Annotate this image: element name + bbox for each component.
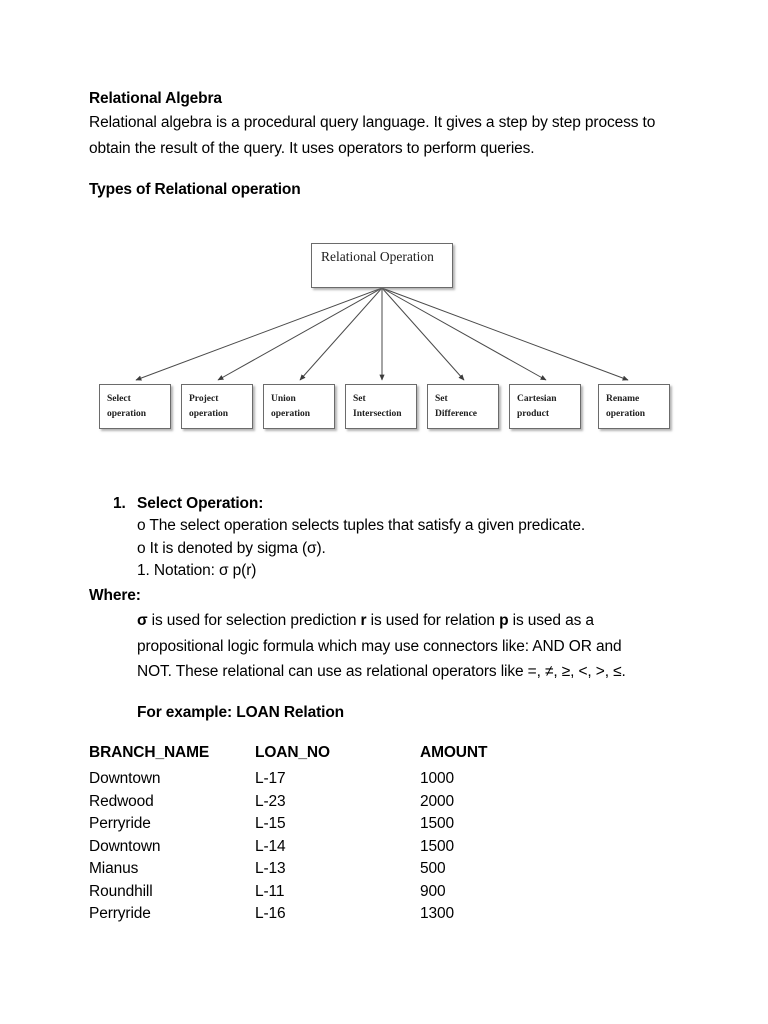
cell-amount: 1300: [420, 905, 455, 922]
select-operation-number: 1.: [113, 495, 126, 512]
where-p-symbol: p: [499, 612, 509, 629]
diagram-node-set-difference-line2: Difference: [435, 409, 478, 419]
cell-amount: 1500: [420, 837, 455, 855]
cell-branch-name: Roundhill: [89, 882, 153, 900]
page-title: Relational Algebra: [89, 90, 222, 107]
select-operation-bullet-1: o The select operation selects tuples th…: [137, 517, 586, 534]
where-paragraph: σ is used for selection prediction r is …: [137, 608, 657, 685]
diagram-node-set-intersection-line1: Set: [353, 394, 366, 404]
document-text-block: Relational Algebra Relational algebra is…: [89, 88, 674, 201]
cell-branch-name: Mianus: [89, 860, 139, 877]
loan-relation-table: BRANCH_NAME LOAN_NO AMOUNT Downtown L-17…: [89, 742, 540, 926]
cell-branch-name: Perryride: [89, 905, 151, 922]
cell-loan-no: L-14: [255, 837, 286, 855]
types-heading: Types of Relational operation: [89, 181, 301, 198]
select-operation-bullet-3: 1. Notation: σ p(r): [137, 562, 257, 579]
connector-to-union: [299, 287, 383, 381]
table-row: Redwood L-23 2000: [89, 791, 540, 814]
cell-loan-no: L-17: [255, 770, 286, 787]
connector-to-set-difference: [381, 287, 465, 381]
where-r-symbol: r: [360, 612, 367, 629]
example-caption: For example: LOAN Relation: [137, 704, 345, 721]
cell-loan-no: L-16: [255, 905, 286, 922]
diagram-node-select: Select operation: [99, 384, 171, 429]
connector-to-rename: [381, 287, 629, 381]
diagram-node-union-line1: Union: [271, 394, 296, 404]
table-row: Mianus L-13 500: [89, 858, 540, 881]
column-header-branch-name: BRANCH_NAME: [89, 744, 210, 761]
cell-loan-no: L-23: [255, 792, 286, 810]
cell-amount: 500: [420, 860, 446, 877]
diagram-node-select-line2: operation: [107, 409, 147, 419]
diagram-node-rename: Rename operation: [598, 384, 670, 429]
where-sigma-symbol: σ: [137, 612, 148, 629]
diagram-node-cartesian-product-line1: Cartesian: [517, 394, 557, 404]
diagram-node-union: Union operation: [263, 384, 335, 429]
intro-paragraph: Relational algebra is a procedural query…: [89, 114, 656, 157]
table-header-row: BRANCH_NAME LOAN_NO AMOUNT: [89, 742, 540, 768]
diagram-node-rename-line1: Rename: [606, 394, 640, 404]
column-header-amount: AMOUNT: [420, 744, 488, 761]
column-header-loan-no: LOAN_NO: [255, 744, 330, 761]
diagram-node-set-difference: Set Difference: [427, 384, 499, 429]
diagram-node-root-label: Relational Operation: [321, 249, 434, 264]
table-row: Downtown L-17 1000: [89, 768, 540, 791]
cell-branch-name: Downtown: [89, 837, 161, 855]
cell-branch-name: Downtown: [89, 770, 161, 787]
diagram-node-set-intersection: Set Intersection: [345, 384, 417, 429]
connector-to-cartesian-product: [381, 287, 547, 381]
table-row: Perryride L-16 1300: [89, 903, 540, 926]
diagram-node-cartesian-product-line2: product: [517, 409, 550, 419]
table-row: Downtown L-14 1500: [89, 836, 540, 859]
where-text-2: is used for relation: [366, 612, 500, 629]
select-operation-heading-row: 1. Select Operation:: [89, 492, 689, 515]
connector-to-select: [135, 287, 383, 381]
cell-loan-no: L-13: [255, 860, 286, 877]
diagram-node-project-line2: operation: [189, 409, 229, 419]
diagram-node-project: Project operation: [181, 384, 253, 429]
cell-loan-no: L-11: [255, 882, 285, 900]
diagram-node-root: Relational Operation: [311, 243, 453, 288]
cell-amount: 1500: [420, 815, 455, 832]
diagram-node-select-line1: Select: [107, 394, 131, 404]
diagram-node-union-line2: operation: [271, 409, 311, 419]
cell-loan-no: L-15: [255, 815, 286, 832]
select-operation-section: 1. Select Operation: o The select operat…: [89, 492, 689, 583]
diagram-node-set-intersection-line2: Intersection: [353, 409, 402, 419]
where-text-3: is used as a propositional logic formula…: [137, 612, 626, 680]
cell-branch-name: Redwood: [89, 792, 154, 810]
table-row: Roundhill L-11 900: [89, 881, 540, 904]
where-text-1: is used for selection prediction: [147, 612, 361, 629]
cell-amount: 900: [420, 882, 446, 900]
diagram-node-cartesian-product: Cartesian product: [509, 384, 581, 429]
connector-to-project: [217, 287, 383, 381]
where-label: Where:: [89, 587, 141, 604]
cell-amount: 2000: [420, 792, 455, 810]
cell-amount: 1000: [420, 770, 455, 787]
diagram-node-set-difference-line1: Set: [435, 394, 448, 404]
select-operation-bullet-2: o It is denoted by sigma (σ).: [137, 539, 326, 557]
select-operation-heading: Select Operation:: [137, 495, 264, 512]
diagram-node-project-line1: Project: [189, 394, 219, 404]
diagram-node-rename-line2: operation: [606, 409, 646, 419]
table-row: Perryride L-15 1500: [89, 813, 540, 836]
cell-branch-name: Perryride: [89, 815, 151, 832]
